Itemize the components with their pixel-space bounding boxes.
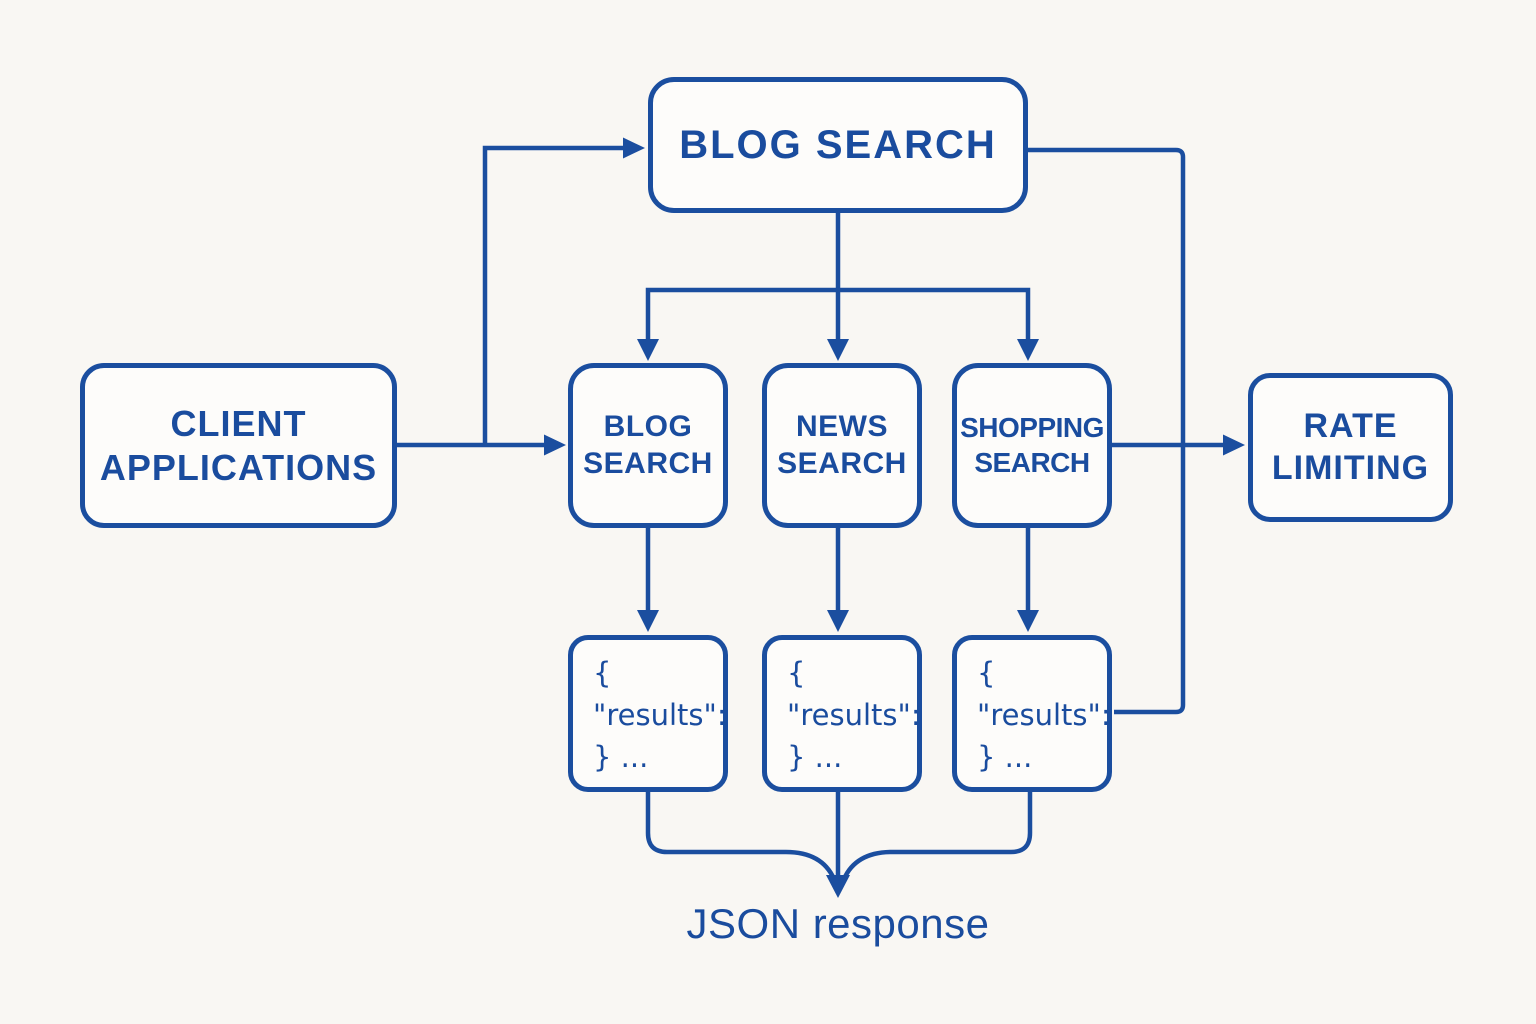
node-label-line2: SEARCH (777, 446, 907, 480)
node-rate-limiting: RATE LIMITING (1248, 373, 1453, 522)
node-shopping-search: SHOPPING SEARCH (952, 363, 1112, 528)
arrowhead-into-news-search-top (827, 339, 849, 361)
json-line-results-key: "results": (593, 698, 727, 733)
json-line-close-brace: } ... (787, 740, 843, 775)
node-label: BLOG SEARCH (679, 122, 997, 167)
json-line-close-brace: } ... (977, 740, 1033, 775)
arrowhead-into-top-blog-search (623, 137, 645, 159)
json-line-results-key: "results": (787, 698, 921, 733)
node-blog-search-api: BLOG SEARCH (648, 77, 1028, 213)
arrowhead-into-shopping-search-top (1017, 339, 1039, 361)
json-line-results-key: "results": (977, 698, 1111, 733)
node-blog-search: BLOG SEARCH (568, 363, 728, 528)
node-label-line1: SHOPPING (960, 412, 1104, 444)
arrowhead-into-news-result (827, 610, 849, 632)
connector-client-to-top-blog-search (482, 145, 623, 447)
connector-shopping-result-merge (841, 792, 1033, 881)
node-shopping-json-result: { "results": } ... (952, 635, 1112, 792)
connector-blog-result-merge (645, 792, 837, 881)
arrowhead-into-rate-limiting (1223, 434, 1245, 456)
arrowhead-into-blog-result (637, 610, 659, 632)
arrowhead-into-blog-search-top (637, 339, 659, 361)
node-news-json-result: { "results": } ... (762, 635, 922, 792)
node-label-line2: LIMITING (1271, 448, 1430, 487)
json-response-caption: JSON response (686, 900, 990, 947)
json-line-open-brace: { (593, 656, 612, 690)
node-label-line1: CLIENT (170, 402, 307, 444)
node-client-applications: CLIENT APPLICATIONS (80, 363, 397, 528)
arrowhead-into-json-response (826, 875, 850, 898)
node-label-line1: BLOG (603, 409, 693, 443)
node-blog-json-result: { "results": } ... (568, 635, 728, 792)
node-news-search: NEWS SEARCH (762, 363, 922, 528)
node-label-line2: APPLICATIONS (99, 446, 378, 488)
json-line-open-brace: { (787, 656, 806, 690)
node-label-line1: RATE (1303, 407, 1398, 446)
json-line-open-brace: { (977, 656, 996, 690)
connector-top-to-shopping-result (1028, 147, 1186, 715)
arrowhead-into-blog-search (544, 434, 566, 456)
arrowhead-into-shopping-result (1017, 610, 1039, 632)
node-label-line2: SEARCH (974, 446, 1090, 478)
json-line-close-brace: } ... (593, 740, 649, 775)
node-label-line1: NEWS (796, 409, 888, 443)
node-label-line2: SEARCH (583, 446, 713, 480)
connector-top-branch (645, 287, 1031, 339)
